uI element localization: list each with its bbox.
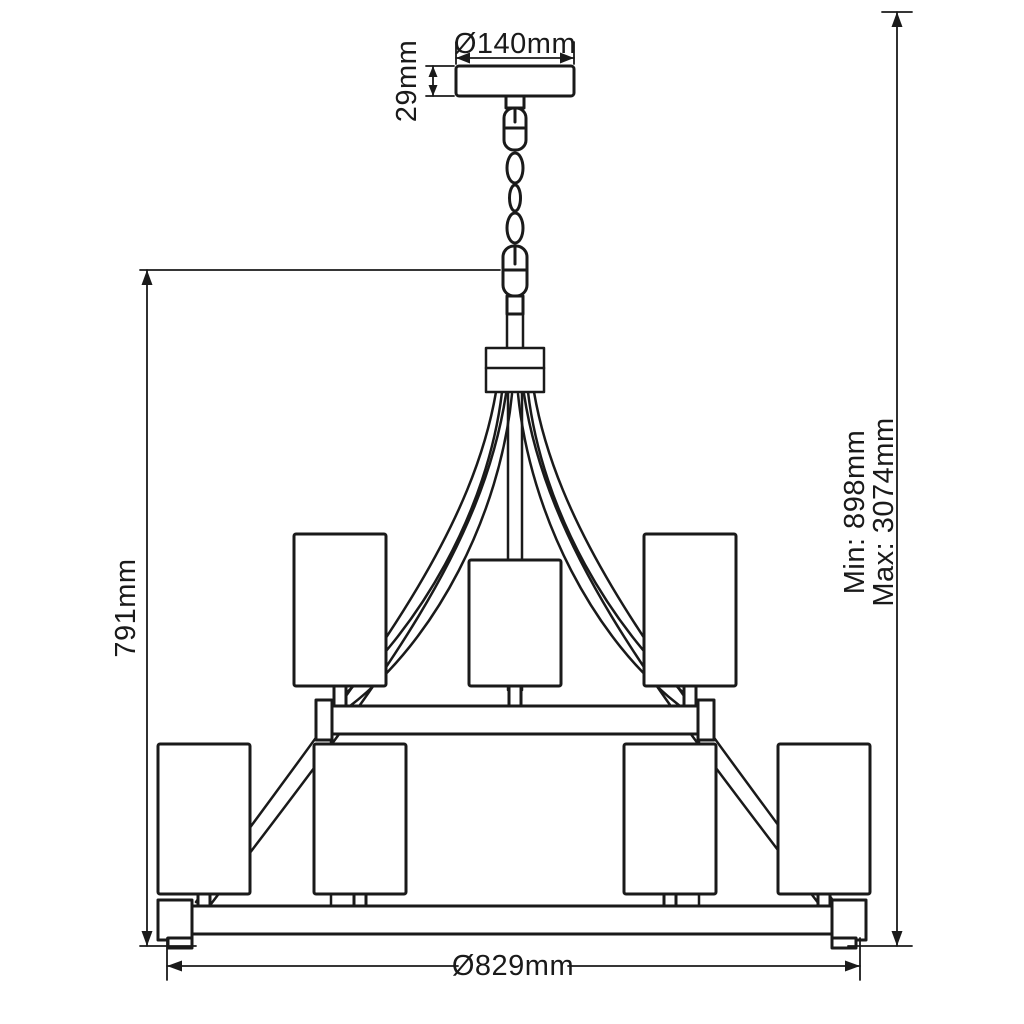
label-canopy-height: 29mm (391, 40, 423, 123)
hub-collar (484, 346, 546, 394)
arm-right-outer (522, 392, 824, 910)
arm-left-outer (194, 390, 498, 904)
arrowhead (141, 270, 153, 285)
candle-stem (682, 684, 698, 708)
label-fixture-diameter: Ø829mm (452, 950, 574, 982)
chain-connector-block (505, 294, 525, 316)
canopy-stem (504, 94, 526, 110)
candle-stem (196, 892, 212, 908)
label-min-drop: Min: 898mm (839, 430, 871, 595)
arrowhead (845, 960, 860, 972)
line-art: Ø140mm 29mm 791mm Min: 898mm Max: 3074mm… (110, 11, 913, 982)
upper-ring-end-cap (696, 698, 716, 742)
candle-stem (662, 892, 678, 908)
glass-shade (776, 742, 872, 896)
candle-stem (332, 684, 348, 708)
lower-ring-bar (188, 904, 842, 936)
arrowhead (456, 52, 470, 64)
arm-left-outer (206, 392, 508, 910)
glass-shade (642, 532, 738, 688)
glass-shade (292, 532, 388, 688)
bracket-foot (166, 936, 194, 950)
glass-shade (622, 742, 718, 896)
glass-shade (467, 558, 563, 688)
label-canopy-diameter: Ø140mm (454, 28, 576, 60)
arrowhead (891, 12, 903, 27)
candle-stem (352, 892, 368, 908)
ceiling-canopy (454, 64, 576, 110)
lower-ring-end-bracket (830, 898, 868, 942)
arrowhead (891, 931, 903, 946)
arm-right-outer (532, 390, 836, 904)
label-fixture-height: 791mm (110, 558, 142, 657)
arrowhead (141, 931, 153, 946)
glass-shade (312, 742, 408, 896)
candle-stem (507, 684, 523, 708)
candle-stem (816, 892, 832, 908)
label-max-drop: Max: 3074mm (868, 417, 900, 606)
arrowhead (560, 52, 574, 64)
dimension-arrowheads (141, 12, 903, 972)
upper-tier (292, 532, 738, 742)
bracket-foot (830, 936, 858, 950)
upper-ring-bar (328, 704, 702, 736)
arrowhead (428, 85, 438, 96)
arrowhead (167, 960, 182, 972)
chain-link (505, 211, 525, 245)
upper-ring-end-cap (314, 698, 334, 742)
suspension-chain (501, 106, 529, 316)
lower-tier (156, 742, 872, 950)
canopy-plate (454, 64, 576, 98)
chain-link (508, 183, 522, 213)
dimension-labels: Ø140mm 29mm 791mm Min: 898mm Max: 3074mm… (110, 28, 900, 982)
lower-ring-end-bracket (156, 898, 194, 942)
chain-link (505, 151, 525, 185)
arrowhead (428, 66, 438, 77)
glass-shade (156, 742, 252, 896)
